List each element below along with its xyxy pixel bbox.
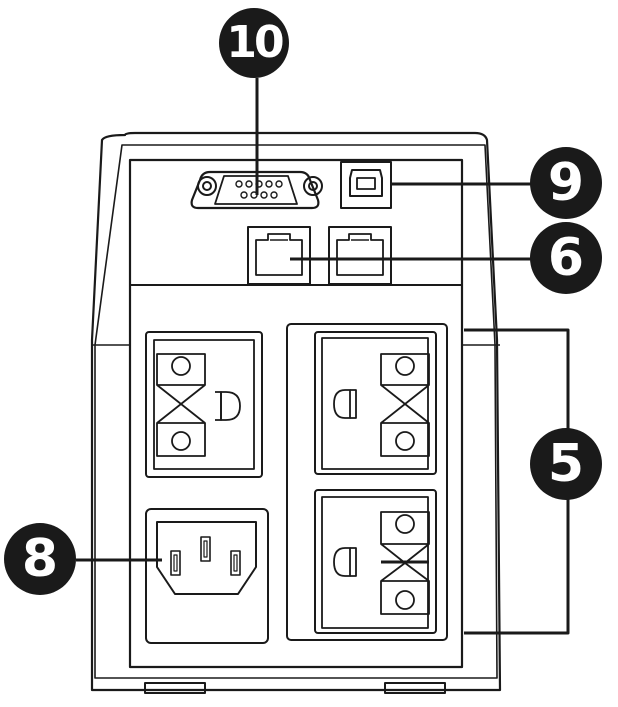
callout-outlets-number: 5 [547,434,585,494]
back-panel [128,158,464,669]
right-foot [384,682,446,694]
ac-inlet [145,508,269,644]
db9-port [190,170,323,210]
callout-db9-port: 10 [219,8,289,78]
battery-outlet-group [286,323,448,641]
rj-port-1 [247,226,311,285]
callout-usb-port-number: 9 [547,153,585,213]
ups-housing [90,131,502,692]
callout-rj-ports: 6 [530,222,602,294]
callout-outlets: 5 [530,428,602,500]
outlet-battery-1 [314,331,437,475]
outlet-battery-2 [314,489,437,634]
callout-rj-ports-number: 6 [547,228,585,288]
left-foot [144,682,206,694]
outlet-surge-only [145,331,263,478]
callout-ac-inlet: 8 [4,523,76,595]
callout-db9-port-number: 10 [226,17,284,68]
rj-port-2 [328,226,392,285]
callout-ac-inlet-number: 8 [21,529,59,589]
callout-usb-port: 9 [530,147,602,219]
usb-port [340,161,392,209]
